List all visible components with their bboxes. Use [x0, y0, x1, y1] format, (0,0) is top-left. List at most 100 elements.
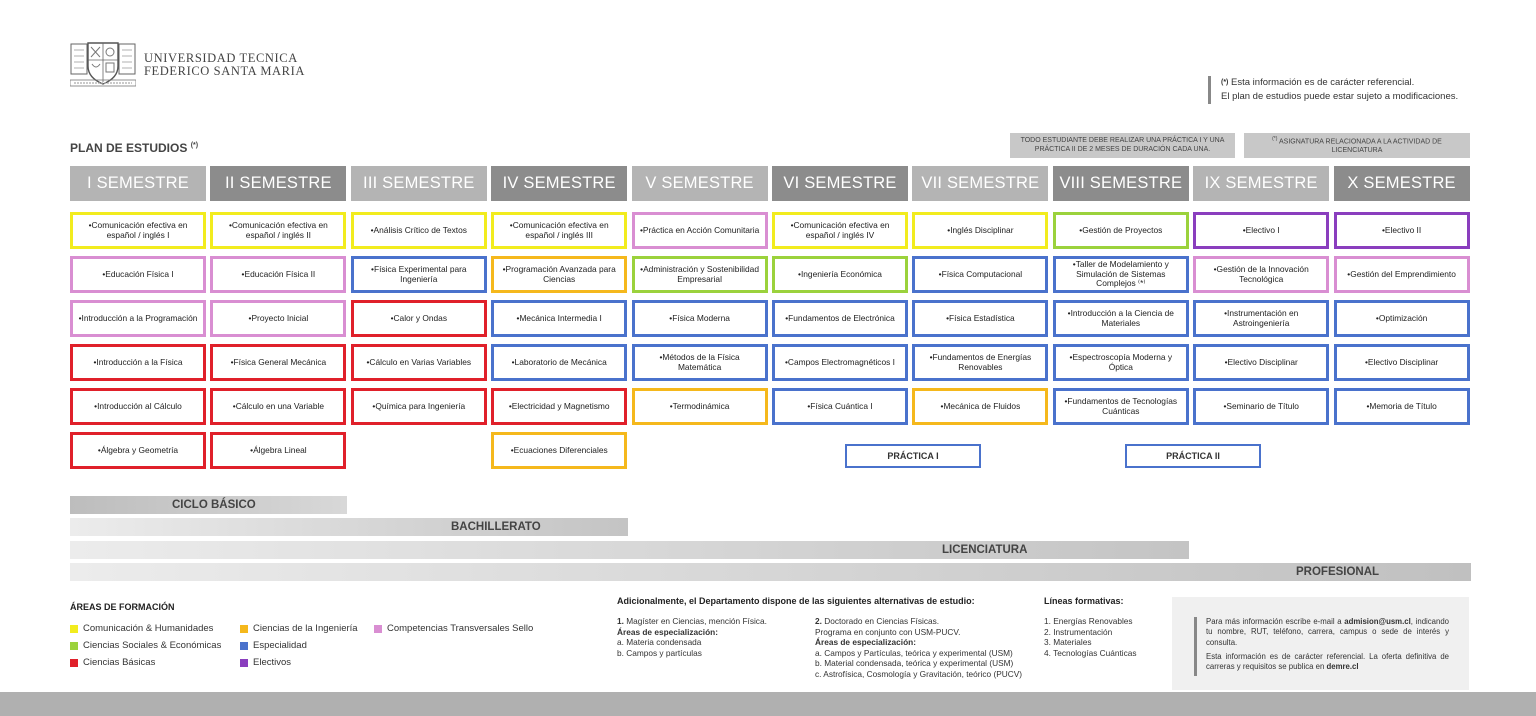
legend-item-red: Ciencias Básicas: [70, 657, 155, 668]
course-box: •Gestión de Proyectos: [1052, 212, 1189, 249]
cycle-bar-bachillerato: BACHILLERATO: [70, 518, 628, 536]
course-box: •Ingeniería Económica: [772, 256, 908, 293]
magister-spec-b: b. Campos y partículas: [617, 647, 702, 658]
semester-header-10: X SEMESTRE: [1333, 166, 1470, 201]
lineas-formativas-title: Líneas formativas:: [1044, 596, 1124, 606]
legend-swatch: [70, 658, 78, 667]
course-box: •Introducción a la Programación: [70, 300, 206, 337]
doctorado-spec-title: Áreas de especialización:: [815, 637, 916, 647]
doctorado-spec-b: b. Material condensada, teórica y experi…: [815, 658, 1014, 668]
practice-requirement-text: TODO ESTUDIANTE DEBE REALIZAR UNA PRÁCTI…: [1020, 137, 1225, 153]
course-box: •Electivo Disciplinar: [1333, 344, 1470, 381]
licenciatura-note: (*) ASIGNATURA RELACIONADA A LA ACTIVIDA…: [1244, 133, 1470, 158]
course-box: •Física Estadística: [912, 300, 1049, 337]
course-box: •Electivo II: [1333, 212, 1470, 249]
contact-info-text: Para más información escribe e-mail a ad…: [1194, 617, 1449, 677]
legend-swatch: [70, 624, 78, 633]
legend-label: Ciencias de la Ingeniería: [253, 623, 358, 634]
licenciatura-note-marker: (*): [1272, 136, 1278, 143]
lineas-formativas-list: 1. Energías Renovables 2. Instrumentació…: [1044, 616, 1137, 658]
demre-info-pre: Esta información es de carácter referenc…: [1206, 651, 1449, 672]
course-box: •Comunicación efectiva en español / ingl…: [210, 212, 347, 249]
semester-header-9: IX SEMESTRE: [1193, 166, 1330, 201]
magister-num: 1.: [617, 616, 624, 626]
semester-header-7: VII SEMESTRE: [912, 166, 1049, 201]
course-box: •Administración y Sostenibilidad Empresa…: [631, 256, 768, 293]
legend-item-orange: Ciencias de la Ingeniería: [240, 623, 358, 634]
course-box: •Física Computacional: [912, 256, 1049, 293]
semester-header-2: II SEMESTRE: [210, 166, 347, 201]
footer-bar: [0, 692, 1536, 716]
course-box: •Fundamentos de Tecnologías Cuánticas: [1052, 388, 1189, 425]
course-box: •Cálculo en Varias Variables: [350, 344, 487, 381]
course-box: •Comunicación efectiva en español / ingl…: [772, 212, 908, 249]
course-box: •Seminario de Título: [1193, 388, 1330, 425]
legend-label: Competencias Transversales Sello: [387, 623, 534, 634]
legend-swatch: [70, 641, 78, 650]
demre-link[interactable]: demre.cl: [1326, 662, 1359, 672]
legend-swatch: [240, 658, 248, 667]
university-name: UNIVERSIDAD TECNICA FEDERICO SANTA MARIA: [144, 52, 305, 78]
university-crest-logo: [70, 42, 136, 87]
course-box: •Educación Física I: [70, 256, 206, 293]
course-box: •Comunicación efectiva en español / ingl…: [70, 212, 206, 249]
course-box: •Cálculo en una Variable: [210, 388, 347, 425]
course-box: •Optimización: [1333, 300, 1470, 337]
licenciatura-note-text: ASIGNATURA RELACIONADA A LA ACTIVIDAD DE…: [1278, 138, 1442, 155]
magister-spec-title: Áreas de especialización:: [617, 626, 718, 637]
course-box: •Taller de Modelamiento y Simulación de …: [1052, 256, 1189, 293]
course-box: •Proyecto Inicial: [210, 300, 347, 337]
doctorado-program: Programa en conjunto con USM-PUCV.: [815, 626, 961, 637]
legend-item-green: Ciencias Sociales & Económicas: [70, 640, 221, 651]
legend-swatch: [240, 641, 248, 650]
course-box: •Gestión del Emprendimiento: [1333, 256, 1470, 293]
cycle-bar-profesional: PROFESIONAL: [70, 563, 1471, 581]
note-marker: (*): [1221, 79, 1229, 86]
course-box: •Introducción a la Física: [70, 344, 206, 381]
plan-title: PLAN DE ESTUDIOS (*): [70, 141, 198, 155]
course-box: •Física General Mecánica: [210, 344, 347, 381]
linea-item-3: 3. Materiales: [1044, 637, 1092, 647]
course-box: •Física Experimental para Ingeniería: [350, 256, 487, 293]
doctorado-num: 2.: [815, 616, 822, 626]
course-box: •Fundamentos de Energías Renovables: [912, 344, 1049, 381]
legend-label: Comunicación & Humanidades: [83, 623, 214, 634]
course-box: •Introducción a la Ciencia de Materiales: [1052, 300, 1189, 337]
course-box: •Memoria de Título: [1333, 388, 1470, 425]
semester-header-6: VI SEMESTRE: [772, 166, 908, 201]
semester-header-5: V SEMESTRE: [631, 166, 768, 201]
contact-info-pre: Para más información escribe e-mail a: [1206, 617, 1345, 626]
admission-email-link[interactable]: admision@usm.cl: [1344, 617, 1411, 626]
practica-2-box: PRÁCTICA II: [1125, 444, 1261, 468]
semester-header-1: I SEMESTRE: [70, 166, 206, 201]
course-box: •Espectroscopía Moderna y Óptica: [1052, 344, 1189, 381]
university-name-line1: UNIVERSIDAD TECNICA: [144, 51, 298, 65]
course-box: •Química para Ingeniería: [350, 388, 487, 425]
demre-paragraph: Esta información es de carácter referenc…: [1206, 652, 1449, 673]
additional-studies-title: Adicionalmente, el Departamento dispone …: [617, 596, 975, 606]
course-box: •Inglés Disciplinar: [912, 212, 1049, 249]
course-box: •Práctica en Acción Comunitaria: [631, 212, 768, 249]
cycle-bar-basico: CICLO BÁSICO: [70, 496, 347, 514]
semester-header-8: VIII SEMESTRE: [1052, 166, 1189, 201]
course-box: •Álgebra y Geometría: [70, 432, 206, 469]
areas-title: ÁREAS DE FORMACIÓN: [70, 602, 175, 612]
legend-label: Electivos: [253, 657, 292, 668]
course-box: •Campos Electromagnéticos I: [772, 344, 908, 381]
linea-item-2: 2. Instrumentación: [1044, 626, 1113, 637]
semester-header-4: IV SEMESTRE: [491, 166, 628, 201]
course-box: •Electivo Disciplinar: [1193, 344, 1330, 381]
legend-item-pink: Competencias Transversales Sello: [374, 623, 533, 634]
course-box: •Laboratorio de Mecánica: [491, 344, 628, 381]
cycle-label-licenciatura: LICENCIATURA: [942, 544, 1028, 556]
course-box: •Mecánica Intermedia I: [491, 300, 628, 337]
course-box: •Álgebra Lineal: [210, 432, 347, 469]
course-box: •Introducción al Cálculo: [70, 388, 206, 425]
plan-title-text: PLAN DE ESTUDIOS: [70, 141, 188, 155]
course-box: •Instrumentación en Astroingeniería: [1193, 300, 1330, 337]
linea-item-1: 1. Energías Renovables: [1044, 616, 1133, 626]
referential-note: (*) Esta información es de carácter refe…: [1208, 76, 1458, 104]
course-box: •Fundamentos de Electrónica: [772, 300, 908, 337]
course-box: •Comunicación efectiva en español / ingl…: [491, 212, 628, 249]
legend-swatch: [240, 624, 248, 633]
